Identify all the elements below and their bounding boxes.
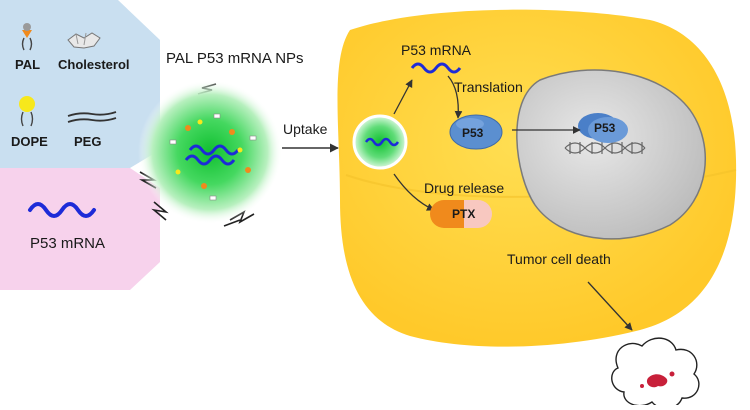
ptx-label: PTX (452, 207, 476, 221)
peg-icon (67, 111, 117, 123)
cholesterol-icon (67, 32, 101, 49)
cell-death-arrow (587, 281, 633, 331)
pal-icon (21, 23, 33, 51)
nanoparticle (138, 80, 282, 224)
dope-label: DOPE (11, 134, 48, 149)
p53-mrna-component-label: P53 mRNA (30, 235, 106, 252)
p53-mrna-cytoplasm-label: P53 mRNA (401, 42, 472, 58)
internalized-nanoparticle (352, 114, 408, 170)
p53-nucleus-protein (578, 113, 628, 143)
dna-icon (564, 142, 646, 154)
translation-label: Translation (454, 79, 523, 95)
dead-cell-icon (611, 337, 700, 409)
dope-icon (19, 96, 35, 127)
p53-mrna-wave-icon (28, 202, 96, 218)
drug-release-arrow (393, 173, 435, 211)
release-mrna-arrow (393, 79, 413, 115)
uptake-label: Uptake (283, 121, 328, 137)
drug-release-label: Drug release (424, 180, 505, 196)
ptx-capsule (430, 200, 492, 228)
np-mrna-wave (184, 144, 240, 166)
p53-nucleus-label: P53 (594, 121, 616, 135)
p53-cytoplasm-label: P53 (462, 126, 484, 140)
peg-label: PEG (74, 134, 102, 149)
cytoplasm-mrna-wave (410, 62, 462, 74)
np-lipid-dots (169, 113, 257, 201)
translation-arrow (447, 75, 463, 119)
nanoparticle-title: PAL P53 mRNA NPs (166, 50, 304, 67)
tumor-cell-death-label: Tumor cell death (507, 251, 611, 267)
nucleus (516, 69, 706, 240)
lipid-components-panel (0, 0, 160, 168)
mrna-component-panel (0, 168, 160, 290)
cholesterol-label: Cholesterol (58, 57, 130, 72)
p53-cytoplasm-protein (449, 114, 503, 150)
pal-label: PAL (15, 57, 41, 72)
